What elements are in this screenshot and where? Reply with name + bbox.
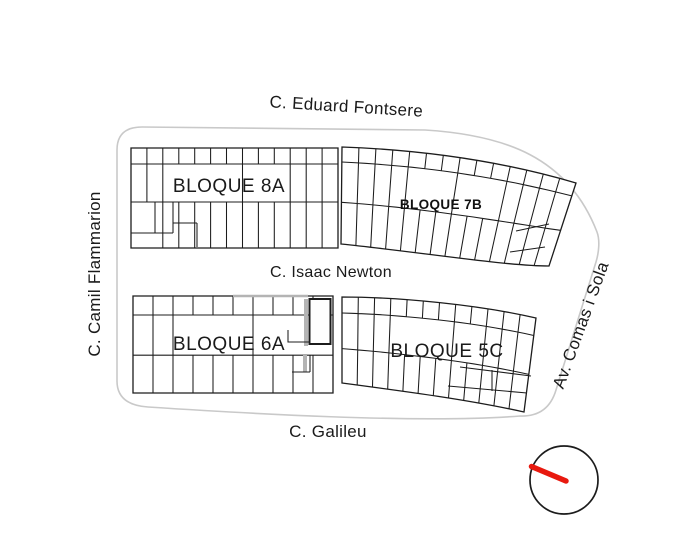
parcel-grids	[131, 147, 572, 409]
block-8a-grid	[131, 148, 338, 248]
block-7b-outline	[340, 146, 577, 267]
block-5c-outline	[341, 296, 537, 413]
block-6a-details	[233, 294, 332, 373]
street-label-eduard-fontsere: C. Eduard Fontsere	[269, 92, 424, 120]
compass	[528, 445, 599, 515]
street-label-comas-i-sola: Av. Comas i Sola	[549, 259, 613, 391]
block-5c-details	[447, 366, 532, 394]
street-label-galileu: C. Galileu	[289, 422, 367, 441]
block-5c-label: BLOQUE 5C	[390, 341, 503, 362]
estate-outline	[116, 126, 600, 420]
block-7b-details	[509, 223, 550, 253]
block-7b-grid	[341, 147, 572, 266]
block-8a-label: BLOQUE 8A	[173, 176, 285, 197]
compass-ring	[529, 445, 599, 515]
block-6a-label: BLOQUE 6A	[173, 334, 285, 355]
block-7b-label: BLOQUE 7B	[400, 197, 482, 212]
compass-needle	[528, 463, 569, 484]
block-8a-details	[131, 202, 198, 247]
block-5c-grid	[341, 297, 534, 409]
street-label-camil-flammarion: C. Camil Flammarion	[85, 191, 104, 356]
block-6a-grid	[133, 296, 333, 393]
street-label-isaac-newton: C. Isaac Newton	[270, 264, 392, 281]
